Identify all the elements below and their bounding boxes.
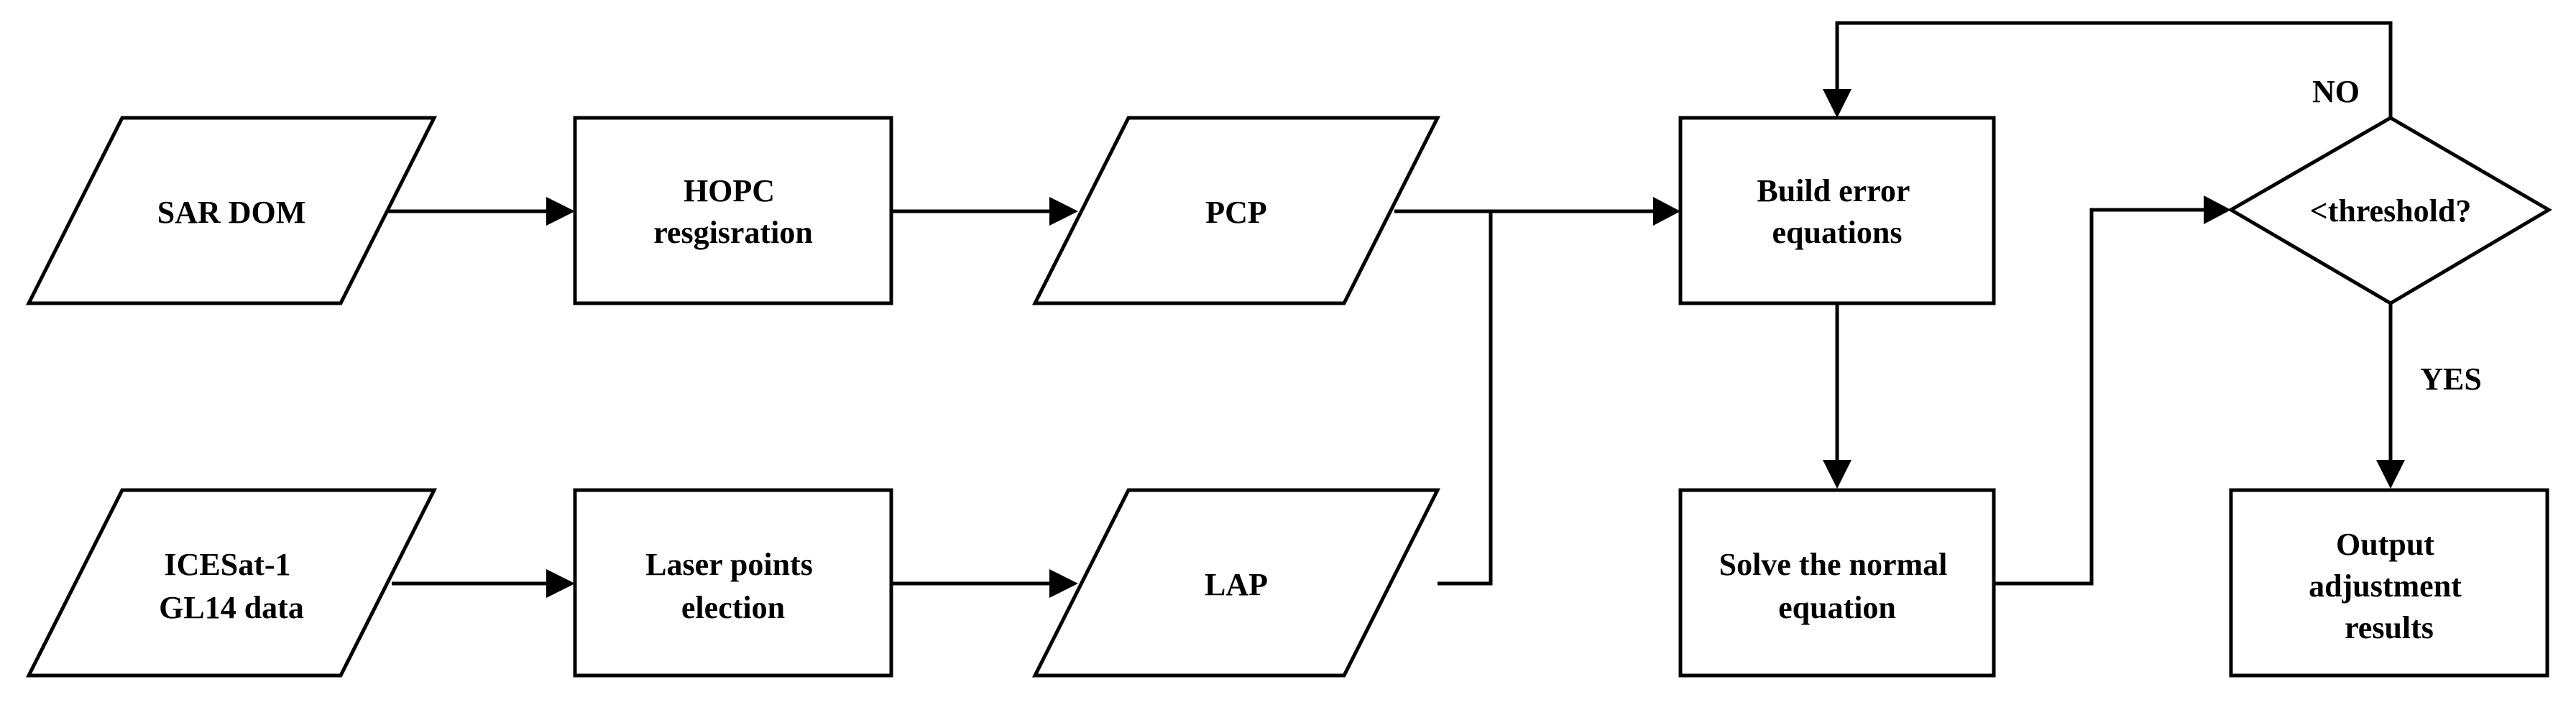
lap-label-line: LAP	[1205, 567, 1268, 602]
edge-solve-to-threshold	[1991, 208, 2204, 586]
edge-threshold-no-loop	[1835, 21, 2393, 118]
laser-label: Laser points election	[645, 547, 821, 625]
arrowhead	[546, 569, 575, 598]
threshold-decision-diamond	[2227, 116, 2552, 305]
output-label-line-2: adjustment	[2309, 568, 2462, 604]
output-label-line-3: results	[2345, 610, 2434, 645]
solve-label-line-2: equation	[1778, 590, 1896, 625]
icesat-parallelogram	[25, 488, 438, 678]
icesat-label: ICESat-1 GL14 data	[159, 547, 304, 625]
lap-label: LAP	[1205, 567, 1268, 602]
pcp-label: PCP	[1205, 195, 1267, 230]
laser-label-line-2: election	[681, 590, 785, 625]
hopc-label-line-1: HOPC	[684, 173, 775, 208]
output-label-line-1: Output	[2336, 527, 2434, 562]
edge-lap-to-build	[1438, 211, 1493, 586]
yes-edge-label: YES	[2420, 361, 2482, 397]
arrowhead	[2376, 460, 2405, 489]
sar-dom-parallelogram	[25, 116, 438, 305]
hopc-label-line-2: resgisration	[653, 215, 813, 250]
arrowhead	[2204, 195, 2231, 224]
arrowhead	[546, 197, 575, 226]
arrowhead	[1653, 197, 1680, 226]
pcp-label-line: PCP	[1205, 195, 1267, 230]
sar-dom-label-line: SAR DOM	[157, 195, 306, 230]
threshold-label: <threshold?	[2310, 193, 2472, 229]
arrowhead	[1049, 569, 1078, 598]
output-results-box	[2229, 488, 2549, 678]
laser-label-line-1: Laser points	[645, 547, 813, 582]
solve-normal-equation-box	[1678, 488, 1996, 678]
hopc-label: HOPC resgisration	[653, 173, 813, 250]
no-edge-label: NO	[2312, 74, 2360, 109]
hopc-registration-box	[573, 116, 893, 305]
build-label-line-2: equations	[1772, 215, 1903, 250]
icesat-label-line-1: ICESat-1	[164, 547, 290, 582]
build-error-equations-box	[1678, 116, 1996, 305]
lap-parallelogram	[1031, 488, 1441, 678]
output-label: Output adjustment results	[2309, 527, 2470, 645]
arrowhead	[1049, 197, 1078, 226]
threshold-label-line: <threshold?	[2310, 193, 2472, 229]
solve-label: Solve the normal equation	[1719, 547, 1956, 625]
build-label: Build error equations	[1757, 173, 1917, 250]
build-label-line-1: Build error	[1757, 173, 1910, 208]
laser-selection-box	[573, 488, 893, 678]
icesat-label-line-2: GL14 data	[159, 590, 304, 625]
solve-label-line-1: Solve the normal	[1719, 547, 1948, 582]
arrowhead	[1823, 460, 1852, 489]
sar-dom-label: SAR DOM	[157, 195, 306, 230]
pcp-parallelogram	[1031, 116, 1441, 305]
arrowhead	[1823, 89, 1852, 118]
